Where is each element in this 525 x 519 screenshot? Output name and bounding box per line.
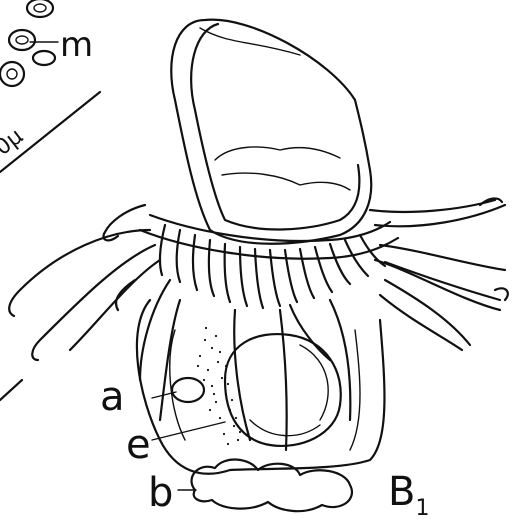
label-m: m: [60, 25, 93, 65]
label-a: a: [100, 374, 125, 420]
panel-label-letter: B: [388, 469, 415, 515]
dome-fold: [215, 147, 340, 160]
label-b: b: [148, 470, 173, 516]
body-inner-line: [170, 330, 185, 440]
structure-a: [172, 378, 204, 402]
cell-ring: [9, 30, 35, 50]
dome-outline: [171, 20, 371, 244]
panel-label-subscript: 1: [415, 496, 429, 519]
organism-drawing: [9, 20, 508, 512]
dome-fold: [222, 173, 350, 190]
body-inner-line: [350, 330, 360, 450]
cell-ring: [33, 51, 55, 65]
sphere-inner-line: [300, 345, 328, 420]
label-e: e: [126, 422, 151, 468]
inset-cells: m 0μ: [0, 0, 100, 400]
dome-inner-rim: [191, 24, 359, 229]
tentacles-left: [9, 205, 180, 420]
panel-label: B1: [388, 469, 429, 519]
label-leader-e: [152, 422, 225, 440]
tentacles-middle: [234, 300, 350, 450]
cell-ring: [0, 62, 24, 86]
cell-ring: [27, 0, 53, 17]
edge-mark: [0, 380, 22, 400]
inner-sphere: [225, 334, 341, 446]
sphere-inner-line: [250, 420, 320, 436]
scale-label: 0μ: [0, 124, 28, 161]
